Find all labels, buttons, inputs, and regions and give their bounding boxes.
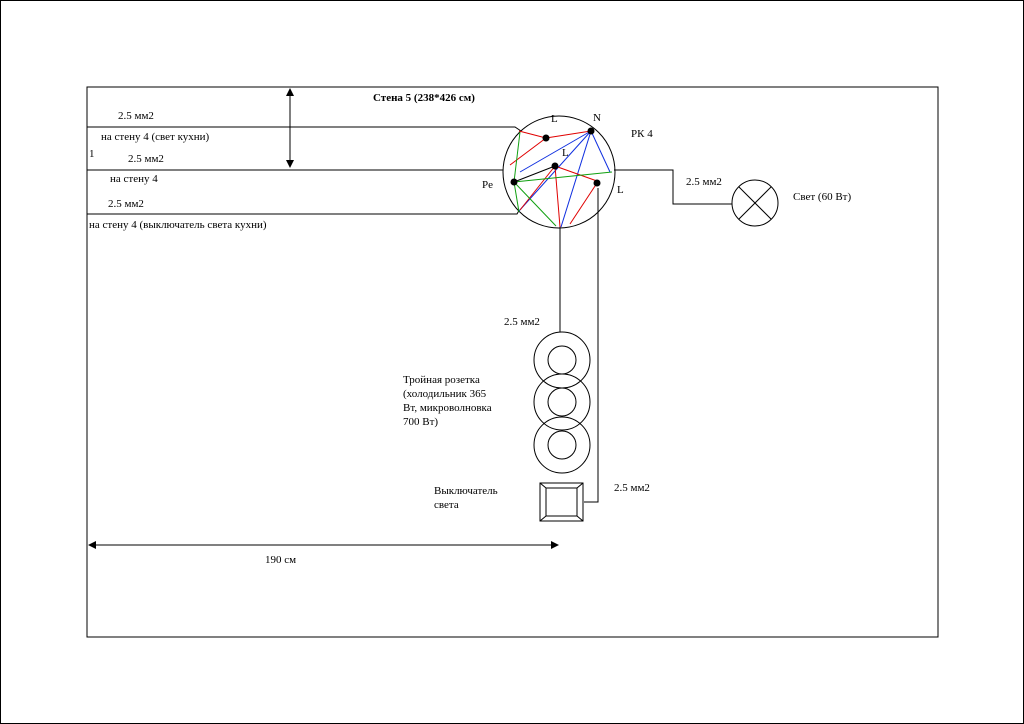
neutral-wire [560, 130, 592, 228]
switch-inner [545, 487, 578, 517]
terminal-l-top [542, 134, 550, 142]
cable-2-section-label: 2.5 мм2 [128, 153, 164, 165]
cable-1-section-label: 2.5 мм2 [118, 110, 154, 122]
cable-line-1 [87, 126, 522, 132]
earth-wire [513, 181, 557, 227]
light-cable [614, 169, 732, 205]
socket-outlet-2 [533, 373, 591, 431]
earth-wire [513, 131, 521, 183]
socket-label: Тройная розетка (холодильник 365 Вт, мик… [403, 374, 494, 428]
phase-wire [519, 165, 556, 211]
switch-outer [539, 482, 584, 522]
socket-outlet-3 [533, 416, 591, 474]
light-cable-section-label: 2.5 мм2 [686, 176, 722, 188]
earth-wire [513, 181, 520, 213]
light-switch [539, 482, 584, 522]
terminal-l-mid-label: L [562, 147, 569, 159]
socket-label-line-2: (холодильник 365 [403, 388, 487, 400]
socket-outlet-1 [533, 331, 591, 389]
socket-cable-section-label: 2.5 мм2 [504, 316, 540, 328]
switch-bevel [576, 482, 584, 489]
terminal-pe [510, 178, 518, 186]
phase-wire [569, 182, 598, 225]
black-wire [513, 165, 556, 183]
neutral-wire [590, 130, 611, 173]
phase-wire [518, 130, 547, 139]
earth-wire [513, 171, 613, 183]
terminal-n [587, 127, 595, 135]
triple-socket [533, 331, 591, 474]
socket-outlet-2-inner [547, 387, 577, 417]
switch-cable [584, 188, 599, 503]
terminal-pe-label: Pe [482, 179, 493, 191]
terminal-l-mid [551, 162, 559, 170]
socket-label-line-4: 700 Вт) [403, 416, 438, 428]
switch-bevel [576, 515, 584, 522]
terminal-l-right-label: L [617, 184, 624, 196]
switch-label-line-2: света [434, 499, 459, 511]
terminal-l-right [593, 179, 601, 187]
socket-outlet-3-inner [547, 430, 577, 460]
socket-label-line-3: Вт, микроволновка [403, 402, 492, 414]
wall-outline [86, 86, 939, 638]
horizontal-dimension-label: 190 см [265, 554, 296, 566]
switch-cable-section-label: 2.5 мм2 [614, 482, 650, 494]
cable-3-destination-label: на стену 4 (выключатель света кухни) [89, 219, 267, 231]
neutral-wire [519, 130, 592, 173]
light-fixture [731, 179, 779, 227]
phase-wire [554, 165, 598, 182]
side-marker: 1 [89, 148, 95, 160]
cable-1-destination-label: на стену 4 (свет кухни) [101, 131, 210, 143]
socket-label-line-1: Тройная розетка [403, 374, 480, 386]
junction-box-label: РК 4 [631, 128, 653, 140]
terminal-n-label: N [593, 112, 601, 124]
cable-3-section-label: 2.5 мм2 [108, 198, 144, 210]
terminal-l-top-label: L [551, 113, 558, 125]
cable-2-destination-label: на стену 4 [110, 173, 158, 185]
cable-line-3 [87, 206, 522, 215]
internal-wiring [509, 130, 613, 228]
switch-label-line-1: Выключатель [434, 485, 498, 497]
lamp-cross-line [738, 186, 772, 220]
phase-wire [554, 165, 561, 228]
phase-wire [509, 137, 547, 166]
wall-title: Стена 5 (238*426 см) [373, 92, 475, 104]
switch-bevel [539, 482, 547, 489]
switch-label: Выключатель света [434, 485, 500, 511]
phase-wire [545, 130, 592, 139]
switch-bevel [539, 515, 547, 522]
light-label: Свет (60 Вт) [793, 191, 851, 203]
